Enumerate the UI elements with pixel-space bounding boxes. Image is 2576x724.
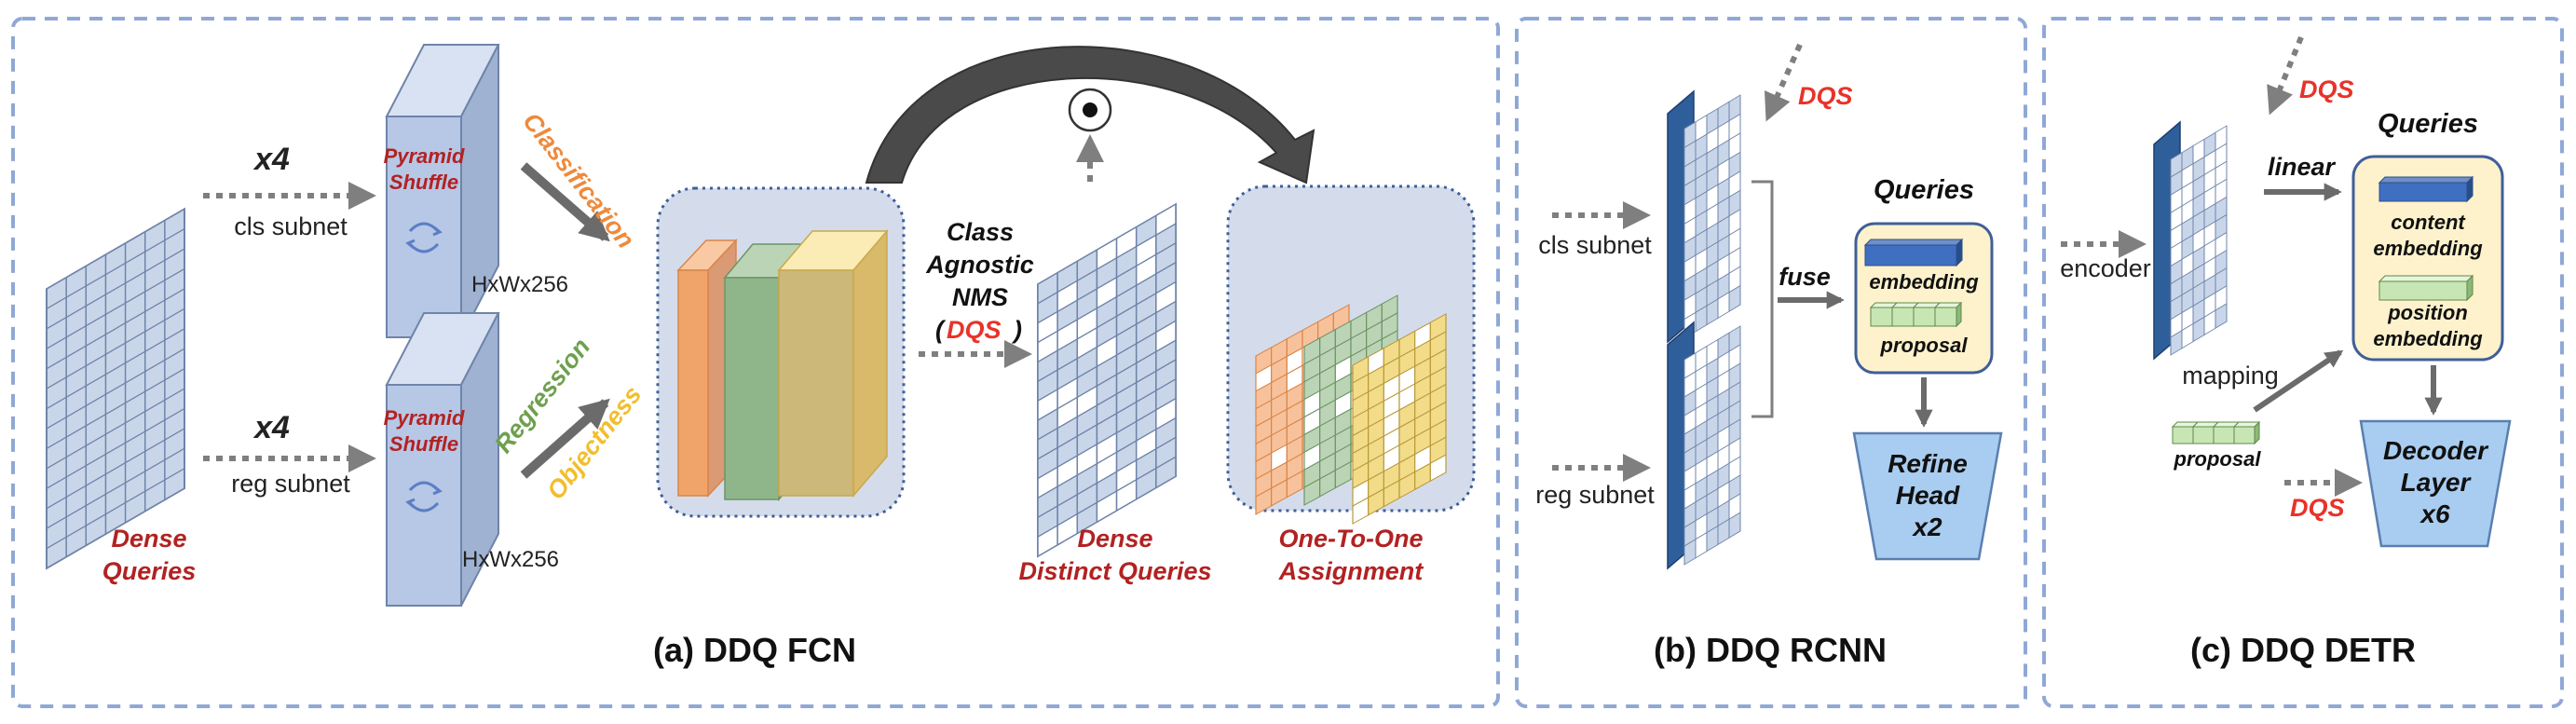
panel-c-mapping-arrow	[2253, 349, 2344, 413]
cls-subnet-label: cls subnet	[234, 212, 348, 240]
feature-size-cls: HxWx256	[471, 272, 568, 297]
reg-subnet-label: reg subnet	[231, 470, 350, 498]
panel-c-dqs-top-arrow	[2267, 35, 2304, 116]
position-embedding-line2: embedding	[2373, 327, 2483, 350]
nms-dqs-close-paren: )	[1011, 316, 1022, 344]
panel-b-proposal-label: proposal	[1880, 334, 1969, 357]
content-embedding-line1: content	[2391, 211, 2466, 234]
panel-c-encoder-label: encoder	[2060, 254, 2151, 282]
yellow-feature-layer	[777, 228, 889, 499]
panel-c-frame	[2042, 17, 2564, 708]
panel-c-feature-stack	[2153, 120, 2228, 361]
content-embedding-line2: embedding	[2373, 237, 2483, 260]
panel-c-queries-title: Queries	[2378, 109, 2478, 139]
panel-b-queries-box: embedding proposal	[1854, 222, 1994, 375]
nms-label-line3: NMS	[952, 283, 1008, 311]
pyramid-shuffle-reg-line2: Shuffle	[389, 432, 458, 456]
target-point-dot	[1083, 102, 1097, 117]
curved-assignment-arrow	[865, 46, 1315, 184]
pyramid-shuffle-cls-line1: Pyramid	[384, 144, 465, 168]
dense-distinct-label-line2: Distinct Queries	[1018, 557, 1211, 585]
decoder-line2: Layer	[2401, 468, 2473, 497]
panel-b-title: (b) DDQ RCNN	[1654, 631, 1887, 669]
panel-b-frame	[1515, 17, 2027, 708]
panel-b-reg-subnet: reg subnet	[1535, 481, 1655, 509]
panel-c-content-bar	[2378, 175, 2474, 203]
feature-size-reg: HxWx256	[462, 547, 559, 572]
nms-dqs-open-paren: (	[935, 316, 947, 344]
orange-feature-layer	[676, 239, 738, 498]
panel-b-fuse-bracket	[1751, 180, 1774, 418]
panel-c-mapping-label: mapping	[2182, 362, 2279, 389]
dense-queries-label-line2: Queries	[102, 557, 197, 585]
panel-b-fuse-label: fuse	[1779, 263, 1831, 291]
panel-b-dqs-arrow	[1764, 43, 1803, 122]
panel-c-proposal-cells	[2171, 420, 2261, 445]
one-to-one-label-line1: One-To-One	[1279, 525, 1424, 553]
panel-b-cls-subnet: cls subnet	[1538, 231, 1652, 259]
panel-c-dqs-top-label: DQS	[2299, 75, 2354, 103]
dense-queries-grid	[46, 207, 185, 570]
one-to-one-box	[1226, 184, 1476, 525]
panel-c-decoder-layer: Decoder Layer x6	[2359, 419, 2512, 548]
decoder-line3: x6	[2419, 499, 2450, 528]
decoder-line1: Decoder	[2383, 436, 2489, 465]
panel-c-title: (c) DDQ DETR	[2190, 631, 2416, 669]
shuffle-icon	[405, 481, 443, 512]
regression-arrow	[520, 398, 610, 479]
position-embedding-line1: position	[2387, 301, 2468, 324]
panel-b-embedding-label: embedding	[1869, 270, 1979, 294]
nms-dqs-label: DQS	[947, 316, 1002, 344]
panel-b-proposal-cells	[1869, 301, 1963, 328]
panel-a-frame	[11, 17, 1500, 708]
pyramid-shuffle-reg-line1: Pyramid	[384, 406, 465, 430]
pyramid-shuffle-reg: Pyramid Shuffle	[384, 312, 500, 607]
panel-b-dqs-label: DQS	[1798, 82, 1853, 110]
panel-b-refine-head: Refine Head x2	[1852, 431, 2003, 561]
nms-label-line1: Class	[947, 218, 1014, 246]
panel-c-position-bar	[2378, 274, 2474, 302]
panel-c-queries-box: content embedding position embedding	[2351, 155, 2504, 362]
dense-distinct-label-line1: Dense	[1077, 525, 1152, 553]
refine-head-line1: Refine	[1888, 449, 1968, 478]
panel-a-title: (a) DDQ FCN	[653, 631, 856, 669]
nms-label-line2: Agnostic	[925, 251, 1034, 279]
classification-arrow	[520, 162, 610, 242]
panel-c-proposal-label: proposal	[2174, 447, 2262, 471]
reg-multiplier: x4	[252, 410, 290, 445]
dense-queries-label-line1: Dense	[111, 525, 186, 553]
panel-b-reg-feature-stack	[1667, 321, 1741, 570]
pyramid-shuffle-cls-line2: Shuffle	[389, 171, 458, 194]
one-to-one-label-line2: Assignment	[1278, 557, 1424, 585]
feature-stack	[656, 186, 906, 518]
dense-distinct-grid	[1037, 202, 1177, 558]
panel-c-linear-label: linear	[2268, 153, 2337, 181]
refine-head-line2: Head	[1896, 481, 1960, 510]
panel-b-embedding-bar	[1863, 238, 1964, 267]
pyramid-shuffle-cls: Pyramid Shuffle	[384, 44, 500, 338]
shuffle-icon	[405, 222, 443, 253]
cls-multiplier: x4	[252, 142, 290, 177]
panel-b-queries-title: Queries	[1874, 175, 1974, 205]
panel-c-dqs-bottom-label: DQS	[2290, 494, 2345, 522]
refine-head-line3: x2	[1911, 512, 1942, 541]
panel-b-cls-feature-stack	[1667, 89, 1741, 344]
